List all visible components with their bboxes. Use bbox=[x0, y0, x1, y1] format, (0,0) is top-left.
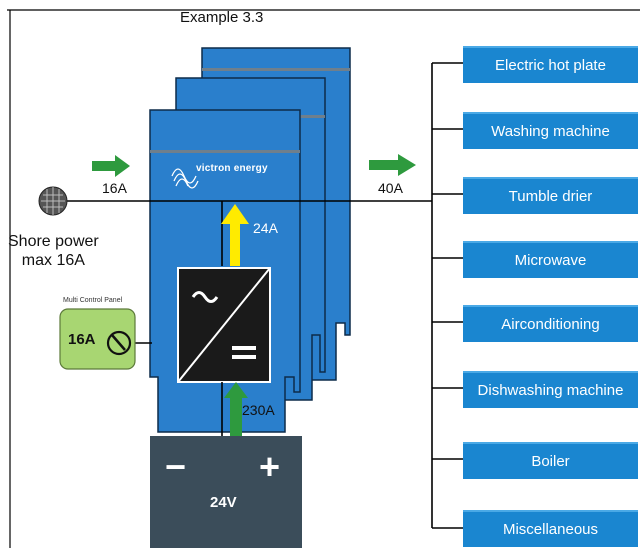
battery-body bbox=[150, 436, 302, 548]
control-panel-value: 16A bbox=[68, 331, 96, 348]
shore-power-plug-icon bbox=[38, 186, 68, 216]
load-branch-lines bbox=[432, 62, 463, 529]
load-airconditioning: Airconditioning bbox=[463, 305, 638, 342]
ac-sine-icon bbox=[191, 291, 219, 303]
to-loads-arrow-icon bbox=[369, 154, 416, 176]
shore-power-line2: max 16A bbox=[21, 252, 85, 269]
load-electric-hot-plate: Electric hot plate bbox=[463, 46, 638, 83]
battery-minus: − bbox=[165, 446, 187, 487]
load-microwave: Microwave bbox=[463, 241, 638, 278]
inverter-charger-symbol bbox=[177, 267, 271, 383]
control-panel-caption: Multi Control Panel bbox=[63, 297, 123, 304]
inverter-output-arrow-icon bbox=[221, 204, 249, 266]
battery-plus: + bbox=[259, 446, 281, 487]
battery-current-label: 230A bbox=[242, 402, 275, 418]
shore-power-line1: Shore power bbox=[8, 233, 99, 250]
load-washing-machine: Washing machine bbox=[463, 112, 638, 149]
shore-in-arrow-icon bbox=[92, 155, 130, 177]
shore-power-label: Shore power max 16A bbox=[8, 232, 99, 270]
victron-logo-icon bbox=[171, 168, 199, 189]
load-dishwashing-machine: Dishwashing machine bbox=[463, 371, 638, 408]
knob-icon bbox=[106, 330, 132, 356]
load-boiler: Boiler bbox=[463, 442, 638, 479]
inverter-current-label: 24A bbox=[253, 220, 278, 236]
load-current-label: 40A bbox=[378, 180, 403, 196]
brand-name: victron energy bbox=[196, 163, 268, 174]
load-tumble-drier: Tumble drier bbox=[463, 177, 638, 214]
shore-current-label: 16A bbox=[102, 180, 127, 196]
dc-equals-icon bbox=[232, 346, 256, 350]
battery-voltage: 24V bbox=[210, 494, 237, 511]
diagram-title: Example 3.3 bbox=[180, 9, 264, 26]
load-miscellaneous: Miscellaneous bbox=[463, 510, 638, 547]
battery-flow-arrow-icon bbox=[224, 382, 248, 436]
